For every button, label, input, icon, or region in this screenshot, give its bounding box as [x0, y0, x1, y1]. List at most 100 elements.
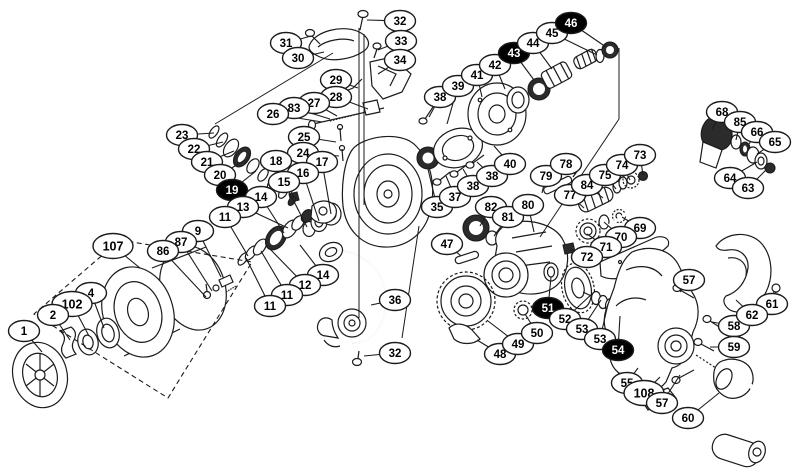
part-balloon-78: 78 — [549, 152, 583, 176]
bail-wire-line-roller — [316, 241, 387, 367]
part-balloon-11: 11 — [208, 205, 242, 229]
svg-text:107: 107 — [103, 240, 124, 254]
svg-text:78: 78 — [560, 159, 573, 171]
svg-text:20: 20 — [214, 170, 227, 182]
part-balloon-32: 32 — [383, 9, 417, 33]
svg-text:12: 12 — [299, 280, 312, 292]
svg-text:59: 59 — [728, 342, 741, 354]
svg-text:50: 50 — [531, 328, 544, 340]
part-balloon-57: 57 — [645, 391, 679, 415]
rotor-brake-plate — [416, 106, 485, 186]
svg-text:24: 24 — [297, 148, 310, 160]
handle-assembly — [695, 353, 766, 468]
svg-text:4: 4 — [88, 288, 95, 300]
svg-text:15: 15 — [278, 177, 291, 189]
svg-text:32: 32 — [394, 16, 407, 28]
part-balloon-57: 57 — [672, 268, 706, 292]
part-balloon-27: 27 — [297, 91, 331, 115]
part-balloon-80: 80 — [511, 193, 545, 217]
svg-text:61: 61 — [766, 299, 779, 311]
svg-text:38: 38 — [434, 92, 447, 104]
part-balloon-15: 15 — [267, 170, 301, 194]
svg-text:42: 42 — [489, 60, 502, 72]
svg-text:84: 84 — [581, 180, 594, 192]
svg-text:75: 75 — [599, 170, 612, 182]
svg-text:11: 11 — [264, 301, 277, 313]
svg-text:79: 79 — [540, 171, 553, 183]
svg-text:102: 102 — [62, 298, 83, 312]
svg-text:26: 26 — [267, 109, 280, 121]
part-balloon-1: 1 — [7, 319, 41, 343]
lower-washer-bearing-stack — [237, 200, 337, 266]
svg-text:83: 83 — [288, 103, 301, 115]
part-balloon-62: 62 — [735, 303, 769, 327]
svg-text:73: 73 — [634, 150, 647, 162]
part-balloon-65: 65 — [758, 130, 792, 154]
spool-assembly — [11, 245, 237, 409]
part-balloon-60: 60 — [671, 406, 705, 430]
svg-text:29: 29 — [330, 75, 343, 87]
pinion-assembly — [467, 41, 619, 146]
svg-text:53: 53 — [576, 324, 589, 336]
construction-line — [401, 225, 420, 339]
svg-text:68: 68 — [716, 107, 729, 119]
part-balloon-18: 18 — [259, 149, 293, 173]
svg-text:14: 14 — [317, 270, 330, 282]
svg-text:74: 74 — [616, 160, 629, 172]
svg-text:37: 37 — [449, 192, 462, 204]
svg-text:49: 49 — [512, 339, 525, 351]
svg-text:86: 86 — [157, 246, 170, 258]
part-balloon-2: 2 — [36, 303, 70, 327]
svg-text:11: 11 — [219, 212, 232, 224]
svg-text:53: 53 — [594, 334, 607, 346]
svg-text:18: 18 — [270, 156, 283, 168]
svg-text:28: 28 — [330, 92, 343, 104]
part-balloon-50: 50 — [520, 321, 554, 345]
svg-text:62: 62 — [746, 310, 759, 322]
part-balloon-63: 63 — [731, 176, 765, 200]
part-balloon-59: 59 — [717, 335, 751, 359]
rotor — [302, 135, 434, 248]
svg-text:13: 13 — [237, 202, 250, 214]
svg-text:58: 58 — [728, 321, 741, 333]
svg-text:57: 57 — [683, 275, 696, 287]
svg-text:46: 46 — [565, 18, 578, 30]
svg-text:32: 32 — [389, 348, 402, 360]
svg-text:34: 34 — [394, 55, 407, 67]
svg-text:80: 80 — [522, 200, 535, 212]
part-balloon-72: 72 — [570, 245, 604, 269]
svg-text:23: 23 — [176, 130, 189, 142]
svg-text:54: 54 — [612, 345, 625, 357]
svg-text:33: 33 — [395, 36, 408, 48]
part-balloon-46: 46 — [554, 11, 588, 35]
construction-line — [214, 52, 334, 125]
svg-text:38: 38 — [486, 171, 499, 183]
svg-text:16: 16 — [297, 168, 310, 180]
svg-text:40: 40 — [504, 159, 517, 171]
svg-text:14: 14 — [255, 192, 268, 204]
svg-text:19: 19 — [226, 185, 239, 197]
svg-text:64: 64 — [724, 173, 737, 185]
part-balloon-11: 11 — [253, 294, 287, 318]
svg-text:11: 11 — [281, 290, 294, 302]
svg-text:60: 60 — [682, 413, 695, 425]
part-balloon-107: 107 — [92, 232, 134, 260]
part-balloon-25: 25 — [287, 125, 321, 149]
spool-group-dashed-box — [33, 239, 253, 399]
svg-text:17: 17 — [316, 157, 329, 169]
svg-text:71: 71 — [600, 242, 613, 254]
svg-text:81: 81 — [502, 212, 515, 224]
oscillating-worm-assembly — [543, 116, 776, 244]
svg-text:87: 87 — [175, 237, 188, 249]
svg-text:39: 39 — [452, 81, 465, 93]
svg-text:31: 31 — [280, 38, 293, 50]
svg-text:43: 43 — [508, 48, 521, 60]
svg-text:66: 66 — [751, 127, 764, 139]
part-balloon-19: 19 — [215, 178, 249, 202]
svg-text:38: 38 — [467, 181, 480, 193]
svg-text:36: 36 — [389, 295, 402, 307]
svg-text:69: 69 — [634, 223, 647, 235]
svg-text:25: 25 — [298, 132, 311, 144]
